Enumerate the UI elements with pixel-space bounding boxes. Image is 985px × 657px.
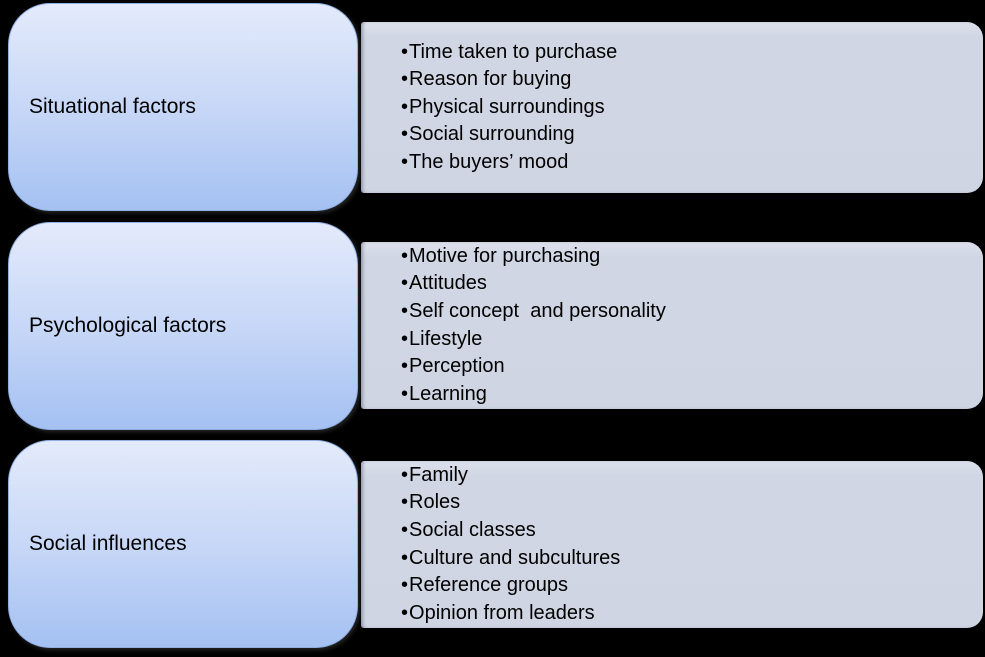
bullet-glyph: • [401,272,409,295]
bullet-glyph: • [401,355,409,378]
category-box-situational-factors: Situational factors [8,3,358,211]
category-label: Situational factors [29,95,196,118]
list-item-text: Reference groups [409,574,568,597]
list-item: •Time taken to purchase [401,39,983,67]
list-item: •Culture and subcultures [401,545,983,573]
list-item-text: Culture and subcultures [409,546,621,569]
bullet-glyph: • [401,491,409,514]
list-item: •Opinion from leaders [401,600,983,628]
list-item-text: Reason for buying [409,68,572,91]
list-box-psychological-factors: •Motive for purchasing •Attitudes •Self … [361,242,983,409]
list-item: •Motive for purchasing [401,243,983,271]
list-item: •Social classes [401,517,983,545]
bullet-glyph: • [401,95,409,118]
bullet-glyph: • [401,150,409,173]
bullet-glyph: • [401,299,409,322]
list-item: •Self concept and personality [401,298,983,326]
bullet-glyph: • [401,327,409,350]
list-item-text: Social classes [409,518,536,541]
list-item: •Social surrounding [401,121,983,149]
list-item-text: The buyers’ mood [409,150,569,173]
bullet-glyph: • [401,574,409,597]
list-item-text: Roles [409,491,461,514]
list-item: •Roles [401,489,983,517]
list-item-text: Family [409,463,468,486]
list-item: •Perception [401,353,983,381]
bullet-glyph: • [401,244,409,267]
list-box-situational-factors: •Time taken to purchase •Reason for buyi… [361,22,983,193]
category-box-psychological-factors: Psychological factors [8,222,358,430]
list-item: •The buyers’ mood [401,149,983,177]
list-item-text: Time taken to purchase [409,40,618,63]
list-item: •Learning [401,381,983,409]
list-item: •Reference groups [401,572,983,600]
list-item: •Lifestyle [401,326,983,354]
category-label: Social influences [29,532,187,555]
list-item-text: Motive for purchasing [409,244,601,267]
bullet-glyph: • [401,518,409,541]
bullet-glyph: • [401,68,409,91]
bullet-glyph: • [401,463,409,486]
list-item-text: Attitudes [409,272,487,295]
list-item-text: Self concept and personality [409,299,666,322]
bullet-glyph: • [401,546,409,569]
bullet-glyph: • [401,382,409,405]
list-item-text: Perception [409,355,505,378]
category-label: Psychological factors [29,314,227,337]
category-box-social-influences: Social influences [8,440,358,648]
list-item-text: Opinion from leaders [409,601,595,624]
list-item: •Physical surroundings [401,94,983,122]
list-item-text: Learning [409,382,487,405]
list-item: •Family [401,462,983,490]
bullet-glyph: • [401,601,409,624]
list-item: •Reason for buying [401,66,983,94]
bullet-glyph: • [401,123,409,146]
list-item: •Attitudes [401,270,983,298]
bullet-glyph: • [401,40,409,63]
list-item-text: Physical surroundings [409,95,605,118]
list-box-social-influences: •Family •Roles •Social classes •Culture … [361,461,983,628]
list-item-text: Lifestyle [409,327,483,350]
list-item-text: Social surrounding [409,123,575,146]
